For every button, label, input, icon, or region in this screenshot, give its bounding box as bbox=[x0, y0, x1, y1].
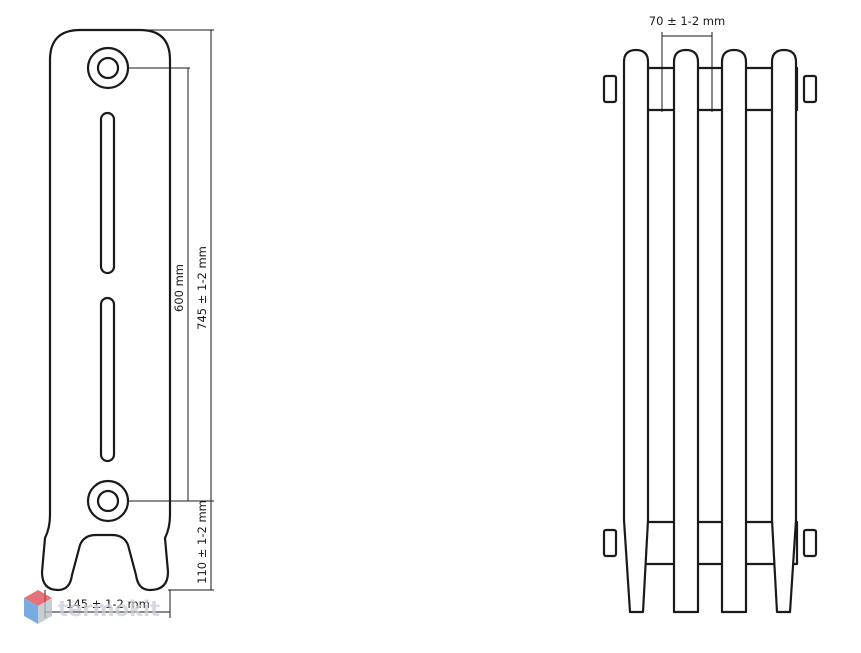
section-pitch-label: 70 ± 1-2 mm bbox=[649, 14, 725, 28]
bottom-height-label: 110 ± 1-2 mm bbox=[195, 500, 209, 584]
side-view bbox=[602, 48, 818, 614]
watermark: termokit bbox=[24, 590, 160, 624]
top-plug-right bbox=[802, 74, 818, 104]
bottom-plug-right bbox=[802, 528, 818, 558]
lower-slot bbox=[99, 296, 116, 463]
total-height-label: 745 ± 1-2 mm bbox=[195, 246, 209, 330]
side-dimensions bbox=[661, 32, 713, 112]
top-port-outer bbox=[86, 46, 130, 90]
upper-slot bbox=[99, 111, 116, 275]
column-1 bbox=[622, 48, 650, 614]
column-4 bbox=[770, 48, 798, 614]
front-width-label: 145 ± 1-2 mm bbox=[66, 597, 150, 611]
column-3 bbox=[720, 48, 748, 614]
column-2 bbox=[672, 48, 700, 614]
bottom-connector bbox=[630, 520, 799, 566]
top-plug-left bbox=[602, 74, 618, 104]
top-connector bbox=[630, 66, 799, 112]
logo-cube-icon bbox=[24, 590, 52, 624]
front-dimensions bbox=[44, 29, 214, 618]
bottom-port-inner bbox=[96, 489, 120, 513]
top-port-inner bbox=[96, 56, 120, 80]
bottom-port-outer bbox=[86, 479, 130, 523]
watermark-text: termokit bbox=[58, 597, 160, 621]
bottom-plug-left bbox=[602, 528, 618, 558]
front-view bbox=[40, 28, 172, 592]
section-outline bbox=[40, 28, 172, 592]
axis-distance-label: 600 mm bbox=[172, 264, 186, 312]
